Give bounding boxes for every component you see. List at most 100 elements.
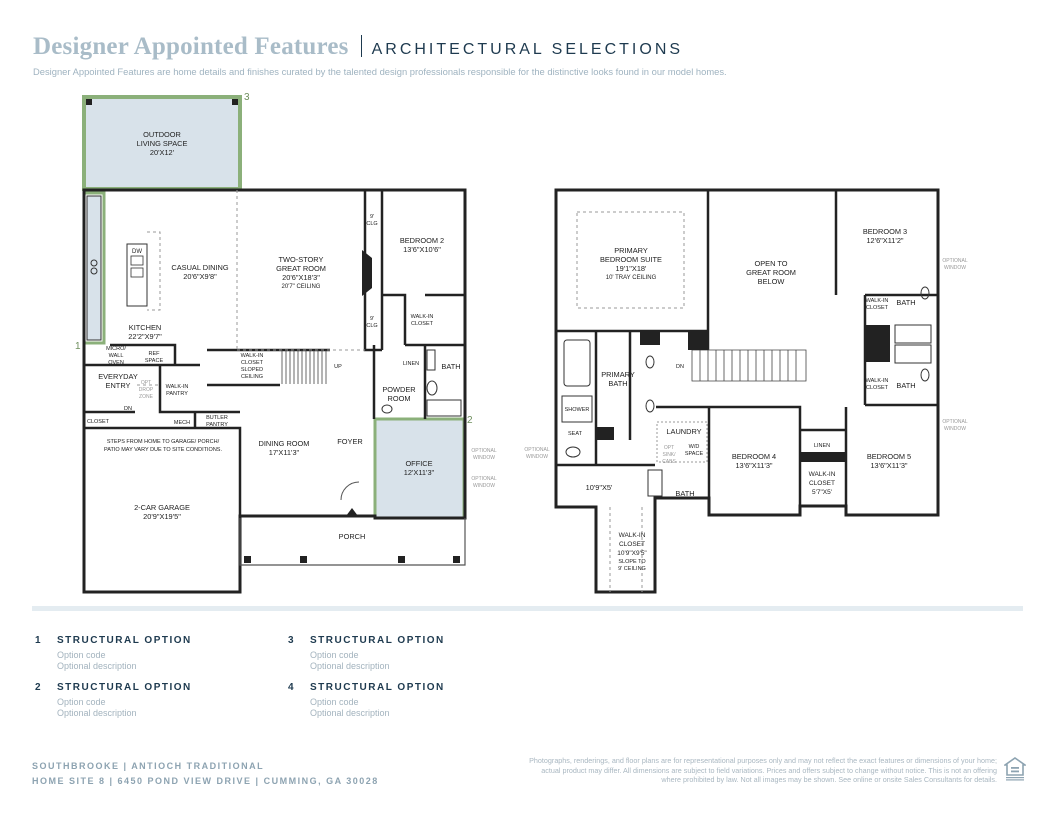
- butler-1: BUTLER: [206, 415, 228, 421]
- bedroom5-label: BEDROOM 5: [867, 452, 911, 461]
- option-1-heading: STRUCTURAL OPTION: [57, 635, 192, 646]
- walkin-sloped-3: SLOPED: [241, 367, 263, 373]
- bath-upper: BATH: [896, 298, 915, 307]
- shower-label: SHOWER: [565, 407, 590, 413]
- primary-suite-dim: 19'1"X18': [616, 264, 648, 273]
- option-1-code: Option code: [57, 650, 106, 660]
- option-3-code: Option code: [310, 650, 359, 660]
- clg-bottom-1: 9': [370, 316, 374, 322]
- dw-label: DW: [132, 249, 142, 255]
- dining-dim: 17'X11'3": [269, 448, 300, 457]
- everyday-label-1: EVERYDAY: [98, 372, 138, 381]
- garage-dim: 20'9"X19'5": [143, 512, 181, 521]
- option-4-code: Option code: [310, 697, 359, 707]
- walkin-pantry-2: PANTRY: [166, 391, 188, 397]
- walkin-big-5: 9' CEILING: [618, 566, 646, 572]
- outdoor-label-1: OUTDOOR: [143, 130, 181, 139]
- walkin-upper-2: CLOSET: [866, 305, 889, 311]
- walkin-sloped-1: WALK-IN: [241, 353, 264, 359]
- linen-label: LINEN: [403, 361, 419, 367]
- wd-1: W/D: [689, 444, 700, 450]
- bedroom4-label: BEDROOM 4: [732, 452, 776, 461]
- opt-window-e1: OPTIONAL: [524, 447, 550, 453]
- seat-label: SEAT: [568, 431, 583, 437]
- walkin-pantry-1: WALK-IN: [166, 384, 189, 390]
- casual-dining-dim: 20'6"X9'8": [183, 272, 217, 281]
- dn-label: DN: [124, 406, 132, 412]
- option-4-heading: STRUCTURAL OPTION: [310, 682, 445, 693]
- primary-bath-2: BATH: [608, 379, 627, 388]
- powder-1: POWDER: [382, 385, 415, 394]
- primary-suite-2: BEDROOM SUITE: [600, 255, 662, 264]
- butler-2: PANTRY: [206, 422, 228, 428]
- opt-window-e2: WINDOW: [526, 454, 548, 460]
- option-3-description: Optional description: [310, 661, 390, 671]
- opt-window-c1: OPTIONAL: [942, 258, 968, 264]
- casual-dining-label: CASUAL DINING: [171, 263, 228, 272]
- bedroom4-dim: 13'6"X11'3": [735, 461, 772, 470]
- option-2-code: Option code: [57, 697, 106, 707]
- primary-suite-1: PRIMARY: [614, 246, 648, 255]
- walkin-big-1: WALK-IN: [619, 532, 646, 539]
- clg-bottom-2: CLG: [366, 323, 377, 329]
- linen-upper: LINEN: [814, 443, 830, 449]
- wd-2: SPACE: [685, 451, 704, 457]
- great-room-dim: 20'6"X18'3": [282, 273, 320, 282]
- option-2-number: 2: [35, 682, 41, 693]
- everyday-label-2: ENTRY: [106, 381, 131, 390]
- great-room-label-2: GREAT ROOM: [276, 264, 326, 273]
- opt-sink-1: OPT: [664, 445, 674, 451]
- option-2-description: Optional description: [57, 708, 137, 718]
- kitchen-dim: 22'2"X9'7": [128, 332, 162, 341]
- primary-bath-1: PRIMARY: [601, 370, 635, 379]
- powder-2: ROOM: [388, 394, 411, 403]
- dn-upper: DN: [676, 364, 684, 370]
- garage-label: 2-CAR GARAGE: [134, 503, 190, 512]
- opt-window-d2: WINDOW: [944, 426, 966, 432]
- footer-home-site: HOME SITE 8 | 6450 POND VIEW DRIVE | CUM…: [32, 776, 379, 786]
- clg-top-2: CLG: [366, 221, 377, 227]
- ref-label-2: SPACE: [145, 358, 164, 364]
- page-description: Designer Appointed Features are home det…: [33, 66, 727, 77]
- option-3-number: 3: [288, 635, 294, 646]
- walkin-upper-1: WALK-IN: [866, 298, 889, 304]
- bedroom3-label: BEDROOM 3: [863, 227, 907, 236]
- steps-note-1: STEPS FROM HOME TO GARAGE/ PORCH/: [107, 439, 220, 445]
- micro-label-2: WALL: [109, 353, 124, 359]
- steps-note-2: PATIO MAY VARY DUE TO SITE CONDITIONS.: [104, 447, 222, 453]
- ref-label-1: REF: [149, 351, 161, 357]
- opt-window-d1: OPTIONAL: [942, 419, 968, 425]
- title-sub: ARCHITECTURAL SELECTIONS: [371, 41, 684, 58]
- walkin-lower-2: CLOSET: [866, 385, 889, 391]
- primary-suite-ceiling: 10' TRAY CEILING: [606, 275, 657, 281]
- marker-2: 2: [467, 415, 473, 426]
- micro-label-3: OVEN: [108, 360, 124, 366]
- opt-window-b1: OPTIONAL: [471, 476, 497, 482]
- walkin-small-2: CLOSET: [809, 480, 835, 487]
- option-1-description: Optional description: [57, 661, 137, 671]
- porch-label: PORCH: [339, 532, 366, 541]
- bedroom2-label: BEDROOM 2: [400, 236, 444, 245]
- foyer-label: FOYER: [337, 437, 362, 446]
- opt-window-a2: WINDOW: [473, 455, 495, 461]
- option-4-number: 4: [288, 682, 294, 693]
- up-label: UP: [334, 364, 342, 370]
- walkin-big-3: 10'9"X9'5": [617, 550, 647, 557]
- walkin-small-1: WALK-IN: [809, 471, 836, 478]
- office-label: OFFICE: [405, 459, 432, 468]
- walkin-lower-1: WALK-IN: [866, 378, 889, 384]
- great-room-ceiling: 20'7" CEILING: [282, 284, 321, 290]
- footer-disclaimer: Photographs, renderings, and floor plans…: [529, 756, 997, 785]
- laundry-label: LAUNDRY: [666, 427, 701, 436]
- open-to-3: BELOW: [758, 277, 785, 286]
- walkin-closet-1: WALK-IN: [411, 314, 434, 320]
- bedroom5-dim: 13'6"X11'3": [870, 461, 907, 470]
- option-2-heading: STRUCTURAL OPTION: [57, 682, 192, 693]
- walkin-small-3: 5'7"X5': [812, 489, 832, 496]
- bedroom3-dim: 12'6"X11'2": [866, 236, 903, 245]
- walkin-big-4: SLOPE TO: [618, 559, 646, 565]
- floor-plans: 3 1 2 OUTDOOR LIVING SPACE 20'X12' CASUA…: [75, 92, 968, 594]
- marker-3: 3: [244, 92, 250, 103]
- option-4-description: Optional description: [310, 708, 390, 718]
- bath-label: BATH: [441, 362, 460, 371]
